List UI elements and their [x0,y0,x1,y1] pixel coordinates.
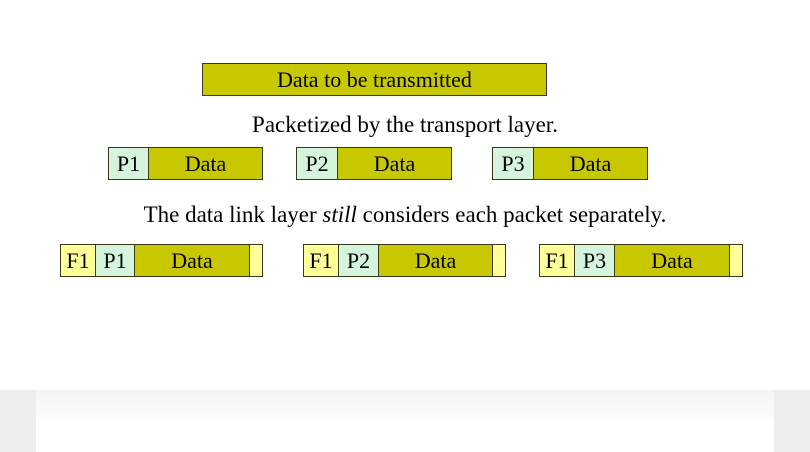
bottom-edge-left [0,390,36,452]
data-link-caption-before: The data link layer [143,202,323,227]
data-link-caption: The data link layer still considers each… [0,203,810,226]
frame-2-header-label: F1 [309,247,333,273]
frame-1-header-label: F1 [66,247,90,273]
packet-2-data: Data [337,147,452,180]
frame-3-trailer [729,244,743,277]
frame-1-trailer [249,244,263,277]
frame-1-data-label: Data [171,247,213,273]
packet-3-data: Data [533,147,648,180]
frame-3-data: Data [614,244,730,277]
packet-2-header-label: P2 [305,150,329,176]
frame-3-packet-header-label: P3 [582,247,607,273]
frame-3-header: F1 [539,244,575,277]
packet-3-header: P3 [492,147,534,180]
data-to-transmit-box: Data to be transmitted [202,63,547,96]
packet-2-header: P2 [296,147,338,180]
packet-2-data-label: Data [373,150,416,176]
frame-3-header-label: F1 [545,247,569,273]
packet-3-data-label: Data [569,150,612,176]
bottom-edge-right [774,390,810,452]
frame-3-data-label: Data [651,247,693,273]
frame-1-packet-header-label: P1 [103,247,127,273]
packet-1-data: Data [148,147,263,180]
slide: Data to be transmitted Packetized by the… [0,63,810,277]
frame-1-header: F1 [60,244,96,277]
frame-2-header: F1 [303,244,339,277]
frame-1-packet-header: P1 [95,244,135,277]
packetized-caption: Packetized by the transport layer. [252,112,558,137]
frame-2-packet-header-label: P2 [346,247,371,273]
frame-3-packet-header: P3 [574,244,615,277]
packet-1-header: P1 [108,147,149,180]
packet-3-header-label: P3 [501,150,525,176]
frame-2-packet-header: P2 [338,244,379,277]
bottom-shade [0,390,810,452]
packet-1-header-label: P1 [116,150,141,176]
data-to-transmit-label: Data to be transmitted [277,66,472,92]
data-link-caption-emphasis: still [322,202,357,227]
frame-2-data-label: Data [414,247,457,273]
frame-2-data: Data [378,244,493,277]
frame-1-data: Data [134,244,250,277]
frame-2-trailer [492,244,506,277]
data-link-caption-after: considers each packet separately. [356,202,667,227]
packet-1-data-label: Data [184,150,227,176]
